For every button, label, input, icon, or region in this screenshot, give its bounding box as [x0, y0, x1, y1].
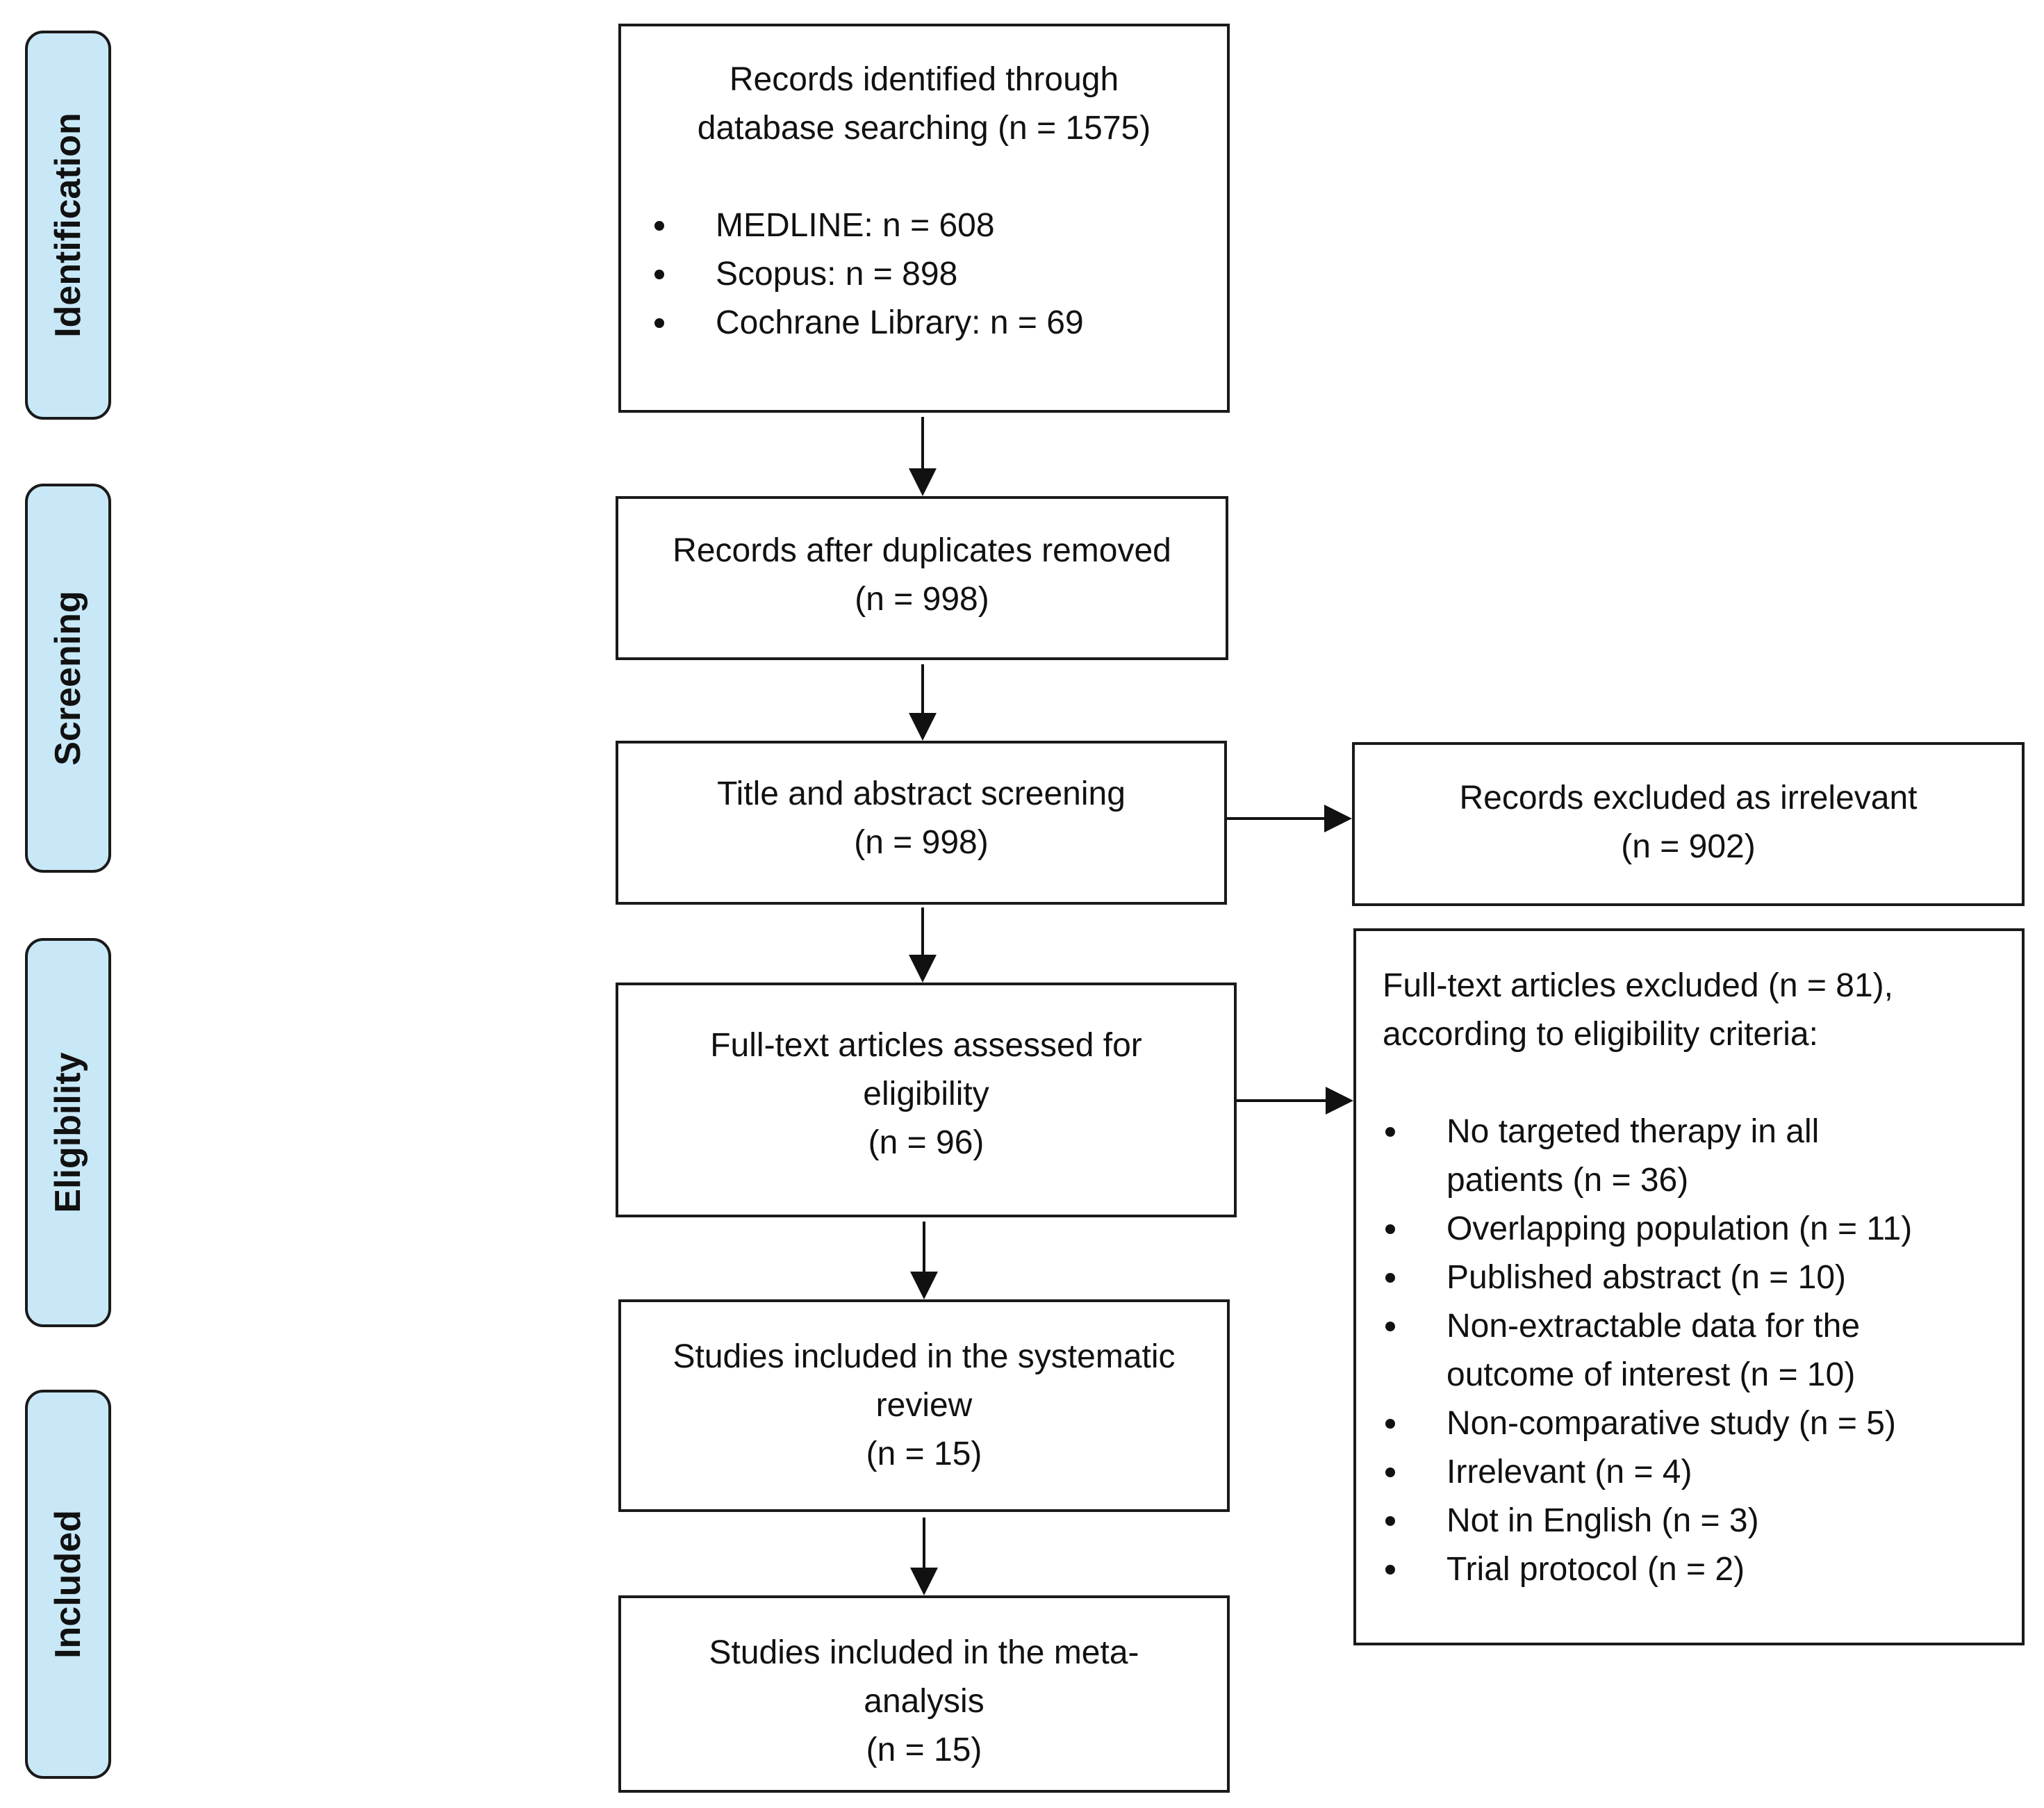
exclusion-reason-line: Not in English (n = 3) [1447, 1502, 1759, 1539]
records-identified-line-2: database searching (n = 1575) [697, 110, 1151, 147]
stage-label-included: Included [48, 1510, 88, 1659]
stage-label-identification: Identification [48, 113, 88, 338]
exclusion-reason: Irrelevant (n = 4) [1385, 1448, 2022, 1497]
fulltext-excluded-line-2: according to eligibility criteria: [1383, 1016, 1818, 1053]
systematic-review-line-1: Studies included in the systematic [673, 1338, 1176, 1375]
meta-analysis-line-3: (n = 15) [866, 1732, 982, 1768]
systematic-review-line-2: review [875, 1387, 973, 1424]
exclusion-reason: No targeted therapy in all patients (n =… [1385, 1108, 2022, 1205]
duplicates-removed-line-2: (n = 998) [855, 581, 989, 618]
exclusion-reason-line: Overlapping population (n = 11) [1447, 1210, 1913, 1247]
duplicates-removed-line-1: Records after duplicates removed [673, 532, 1171, 569]
meta-analysis-line-2: analysis [864, 1683, 984, 1720]
duplicates-removed-box: Records after duplicates removed (n = 99… [616, 496, 1228, 660]
exclusion-reason-line: Trial protocol (n = 2) [1447, 1551, 1745, 1588]
exclusion-reason-line: Non-comparative study (n = 5) [1447, 1405, 1896, 1442]
records-excluded-box: Records excluded as irrelevant (n = 902) [1352, 742, 2025, 906]
fulltext-assessed-line-2: eligibility [863, 1076, 989, 1112]
stage-label-screening: Screening [48, 591, 88, 766]
exclusion-reason: Non-extractable data for the outcome of … [1385, 1302, 2022, 1399]
exclusion-reason: Non-comparative study (n = 5) [1385, 1399, 2022, 1448]
stage-included: Included [25, 1390, 111, 1779]
database-item-scopus: Scopus: n = 898 [654, 250, 1227, 299]
screening-line-2: (n = 998) [854, 824, 989, 861]
systematic-review-line-3: (n = 15) [866, 1436, 982, 1472]
database-list: MEDLINE: n = 608 Scopus: n = 898 Cochran… [621, 202, 1227, 347]
fulltext-excluded-line-1: Full-text articles excluded (n = 81), [1383, 967, 1893, 1004]
screening-line-1: Title and abstract screening [717, 775, 1126, 812]
exclusion-reason-line: outcome of interest (n = 10) [1447, 1356, 1856, 1393]
exclusion-reason-line: Non-extractable data for the [1447, 1308, 1861, 1345]
database-item-cochrane: Cochrane Library: n = 69 [654, 299, 1227, 347]
stage-label-eligibility: Eligibility [48, 1052, 88, 1213]
records-excluded-line-1: Records excluded as irrelevant [1459, 780, 1918, 816]
exclusion-reasons-list: No targeted therapy in all patients (n =… [1383, 1108, 2022, 1594]
records-excluded-line-2: (n = 902) [1621, 828, 1756, 865]
exclusion-reason: Trial protocol (n = 2) [1385, 1545, 2022, 1594]
stage-screening: Screening [25, 484, 111, 873]
records-identified-line-1: Records identified through [729, 61, 1119, 98]
fulltext-assessed-line-1: Full-text articles assessed for [710, 1027, 1142, 1064]
exclusion-reason: Not in English (n = 3) [1385, 1497, 2022, 1545]
fulltext-excluded-box: Full-text articles excluded (n = 81), ac… [1353, 928, 2025, 1645]
stage-identification: Identification [25, 31, 111, 420]
systematic-review-box: Studies included in the systematic revie… [618, 1299, 1230, 1512]
fulltext-assessed-line-3: (n = 96) [868, 1124, 984, 1161]
exclusion-reason-line: No targeted therapy in all [1447, 1113, 1820, 1150]
database-item-medline: MEDLINE: n = 608 [654, 202, 1227, 250]
exclusion-reason-line: Irrelevant (n = 4) [1447, 1454, 1692, 1490]
exclusion-reason: Overlapping population (n = 11) [1385, 1205, 2022, 1254]
stage-eligibility: Eligibility [25, 938, 111, 1327]
title-abstract-screening-box: Title and abstract screening (n = 998) [616, 741, 1227, 905]
meta-analysis-box: Studies included in the meta- analysis (… [618, 1595, 1230, 1793]
exclusion-reason: Published abstract (n = 10) [1385, 1254, 2022, 1302]
meta-analysis-line-1: Studies included in the meta- [709, 1634, 1139, 1671]
exclusion-reason-line: Published abstract (n = 10) [1447, 1259, 1846, 1296]
fulltext-assessed-box: Full-text articles assessed for eligibil… [616, 983, 1237, 1217]
exclusion-reason-line: patients (n = 36) [1447, 1162, 1689, 1199]
records-identified-box: Records identified through database sear… [618, 24, 1230, 413]
